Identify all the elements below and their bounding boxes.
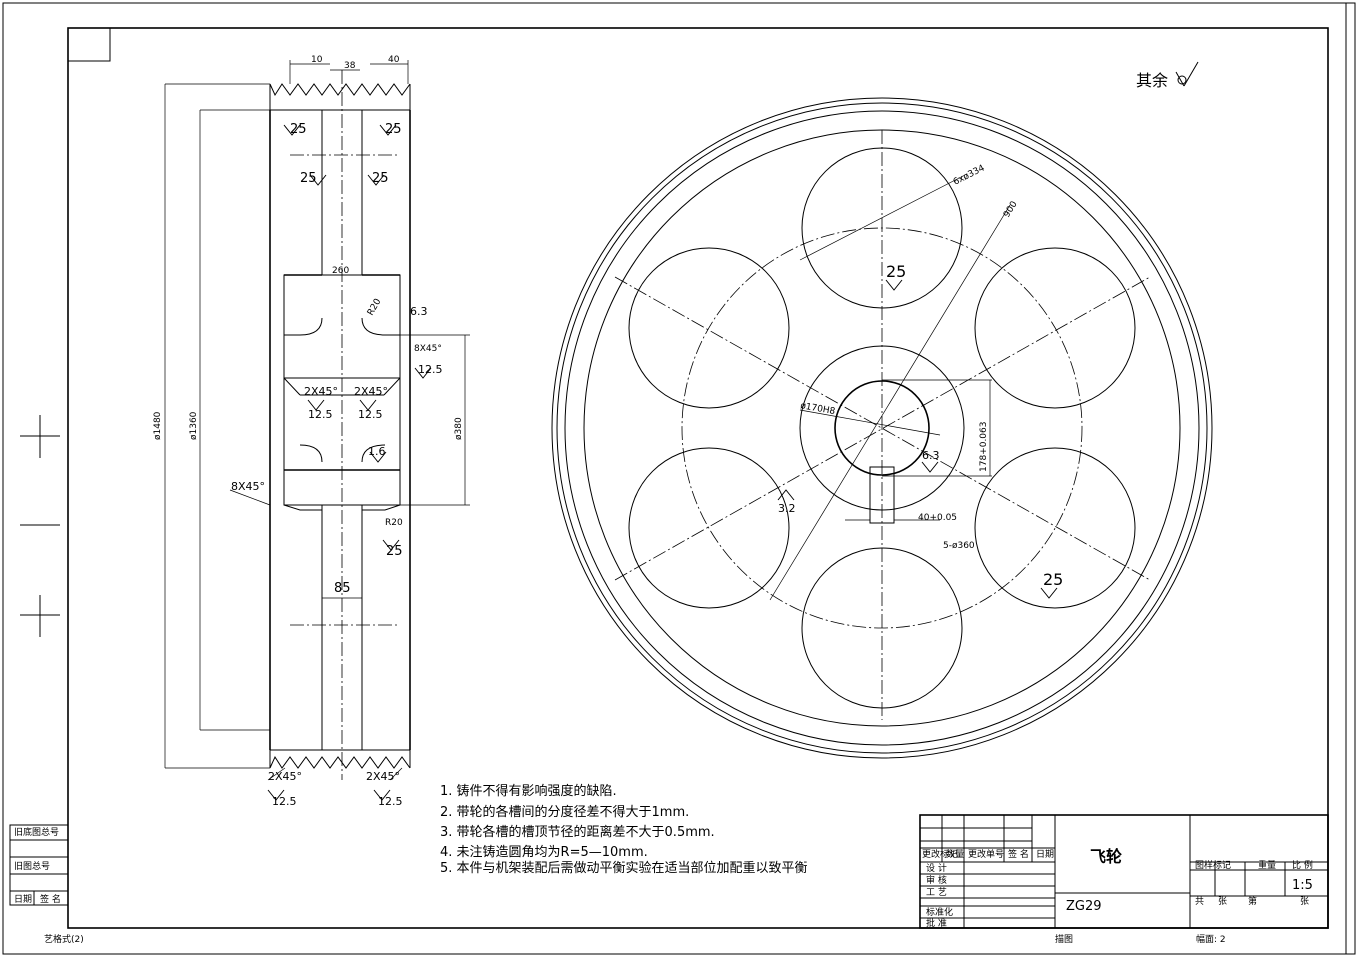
note-1: 1. 铸件不得有影响强度的缺陷. bbox=[440, 783, 617, 799]
footer-left-label: 艺格式(2) bbox=[44, 933, 84, 945]
tb-header-2: 数量 bbox=[946, 848, 964, 860]
note-5: 5. 本件与机架装配后需做动平衡实验在适当部位加配重以致平衡 bbox=[440, 860, 808, 876]
dim-chamfer-hub: 8X45° bbox=[414, 344, 442, 354]
rough-bore-left: 12.5 bbox=[308, 408, 333, 421]
tb-row-approve: 批 准 bbox=[926, 917, 947, 929]
material: ZG29 bbox=[1066, 899, 1102, 914]
rough-web-left: 25 bbox=[300, 171, 317, 186]
dim-chamfer-rim: 8X45° bbox=[231, 480, 265, 493]
rough-rim-left: 25 bbox=[290, 122, 307, 137]
left-binding-marks bbox=[20, 415, 60, 637]
tb-header-5: 日期 bbox=[1036, 849, 1054, 860]
rough-front-bottom: 25 bbox=[1043, 570, 1063, 589]
left-strip-label-1: 旧底图总号 bbox=[14, 826, 59, 838]
rough-bore: 1.6 bbox=[368, 445, 386, 458]
left-strip-label-3: 日期 bbox=[14, 894, 32, 905]
front-view bbox=[551, 97, 1213, 759]
dim-top-10: 10 bbox=[311, 55, 323, 65]
dim-outer-diameter: ø1480 bbox=[153, 411, 163, 440]
dim-keyway-depth: 178+0.063 bbox=[979, 422, 989, 472]
tb-bottom-left: 描图 bbox=[1055, 933, 1073, 945]
tb-header-3: 更改单号 bbox=[968, 848, 1004, 860]
title-block bbox=[919, 814, 1329, 929]
tb-bottom-right: 幅面: 2 bbox=[1196, 933, 1226, 945]
rough-bottom-right: 12.5 bbox=[378, 795, 403, 808]
tb-sheet-4: 张 bbox=[1300, 896, 1309, 907]
tb-row-review: 审 核 bbox=[926, 874, 947, 886]
dim-hub-width: 260 bbox=[332, 266, 349, 276]
dim-pitch-circle: 900 bbox=[1002, 199, 1020, 219]
dim-fillet-upper: R20 bbox=[366, 297, 384, 318]
left-strip-table bbox=[9, 824, 69, 906]
tb-header-4: 签 名 bbox=[1008, 848, 1029, 860]
rough-rim-right: 25 bbox=[385, 122, 402, 137]
rough-hub-lower: 25 bbox=[386, 544, 403, 559]
drawing-frame bbox=[67, 27, 1329, 929]
dim-holes: 6xø334 bbox=[952, 163, 987, 187]
rough-bottom-left: 12.5 bbox=[272, 795, 297, 808]
dim-chamfer-bottom-right: 2X45° bbox=[366, 770, 400, 783]
rough-front-top: 25 bbox=[886, 262, 906, 281]
note-4: 4. 未注铸造圆角均为R=5—10mm. bbox=[440, 844, 648, 860]
tb-row-design: 设 计 bbox=[926, 862, 947, 874]
note-3: 3. 带轮各槽的槽顶节径的距离差不大于0.5mm. bbox=[440, 824, 715, 840]
dim-chamfer-bore-right: 2X45° bbox=[354, 385, 388, 398]
side-section-view bbox=[164, 60, 470, 801]
rough-front-hub: 3.2 bbox=[778, 502, 796, 515]
left-strip-label-2: 旧图总号 bbox=[14, 860, 50, 872]
dim-chamfer-bottom-left: 2X45° bbox=[268, 770, 302, 783]
dim-hub-holes: 5-ø360 bbox=[943, 541, 975, 551]
dim-web-width: 85 bbox=[334, 581, 351, 596]
tb-row-standard: 标准化 bbox=[926, 906, 953, 918]
corner-box bbox=[67, 27, 111, 62]
dim-inner-diameter: ø1360 bbox=[189, 411, 199, 440]
scale-label: 比 例 bbox=[1292, 859, 1313, 871]
dim-fillet-lower: R20 bbox=[385, 518, 403, 528]
rough-web-right: 25 bbox=[372, 171, 389, 186]
tb-sheet-3: 第 bbox=[1248, 895, 1257, 907]
note-2: 2. 带轮的各槽间的分度径差不得大于1mm. bbox=[440, 804, 689, 820]
rough-bore-right: 12.5 bbox=[358, 408, 383, 421]
surface-finish-note: 其余 bbox=[1136, 71, 1168, 90]
left-strip-label-4: 签 名 bbox=[40, 893, 61, 905]
dim-bore-hole: ø170H8 bbox=[799, 401, 836, 417]
tb-right-label-2: 重量 bbox=[1258, 859, 1276, 871]
rough-front-keyway: 6.3 bbox=[922, 449, 940, 462]
tb-sheet-1: 共 bbox=[1195, 896, 1204, 907]
tb-sheet-2: 张 bbox=[1218, 896, 1227, 907]
rough-hub-chamfer: 12.5 bbox=[418, 363, 443, 376]
dim-keyway-width: 40+0.05 bbox=[918, 513, 957, 523]
tb-row-process: 工 艺 bbox=[926, 887, 947, 898]
tb-right-label-1: 图样标记 bbox=[1195, 859, 1231, 871]
tb-header-1: 更改标记 bbox=[922, 848, 958, 860]
dim-top-38: 38 bbox=[344, 61, 356, 71]
dim-bore-diameter: ø380 bbox=[454, 417, 464, 440]
roughness-symbol-icon bbox=[1175, 61, 1199, 87]
rough-hub-face: 6.3 bbox=[410, 305, 428, 318]
dim-top-40: 40 bbox=[388, 55, 400, 65]
dim-chamfer-bore-left: 2X45° bbox=[304, 385, 338, 398]
scale-value: 1:5 bbox=[1292, 878, 1313, 893]
part-name: 飞轮 bbox=[1090, 847, 1122, 866]
